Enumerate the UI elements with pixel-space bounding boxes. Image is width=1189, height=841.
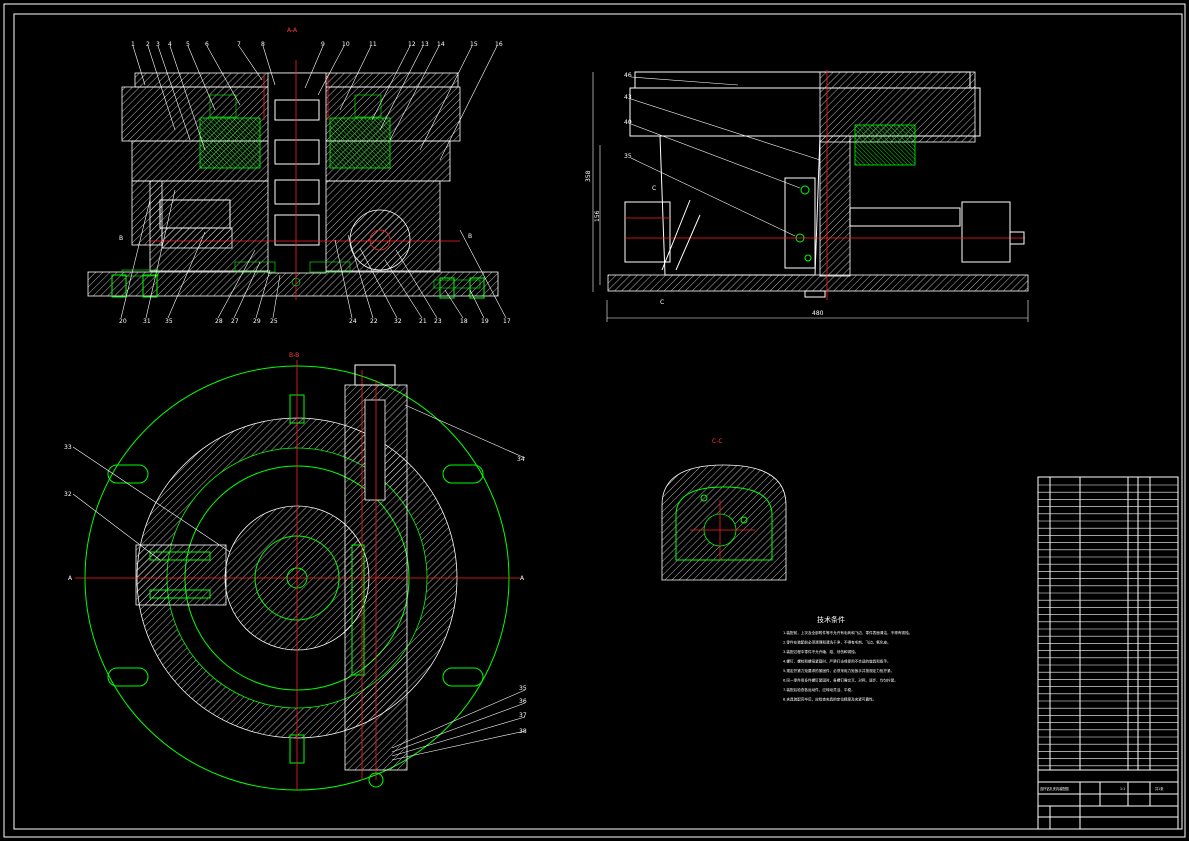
balloon-label: 17 — [503, 318, 511, 325]
section-mark-a-left: A — [68, 575, 73, 582]
tech-title: 技术条件 — [817, 615, 845, 624]
balloon-label: 10 — [342, 41, 350, 48]
balloon-label: 43 — [624, 94, 632, 101]
balloon-label: 25 — [270, 318, 278, 325]
tech-note-line: 6.同一零件用多件螺钉紧固时，各螺钉需交叉、对称、逐步、均匀拧紧。 — [783, 678, 898, 683]
balloon-label: 40 — [624, 119, 632, 126]
balloon-label: 34 — [517, 456, 525, 463]
balloon-label: 36 — [519, 698, 527, 705]
dim-height: 358 — [585, 170, 592, 182]
balloon-label: 35 — [624, 153, 632, 160]
balloon-label: 28 — [215, 318, 223, 325]
balloon-label: 1 — [131, 41, 135, 48]
balloon-label: 23 — [434, 318, 442, 325]
balloon-label: 37 — [519, 712, 527, 719]
balloon-label: 38 — [519, 728, 527, 735]
balloon-label: 12 — [408, 41, 416, 48]
technical-requirements: 技术条件 1.装配前，上次及全部附件等不允许有毛刺和飞边，零件表面清洁，不得有锈… — [783, 615, 912, 702]
parts-list — [1037, 476, 1179, 830]
inner-border — [13, 13, 1183, 830]
side-view: 480 358 156 C C — [585, 70, 1029, 322]
balloon-label: 35 — [519, 685, 527, 692]
balloon-column-right-view: 46 43 40 35 — [624, 72, 632, 160]
tech-note-line: 3.装配过程中零件不允许磕、碰、划伤和锈蚀。 — [783, 649, 858, 654]
view-title-b-b: B-B — [289, 352, 299, 359]
dim-height-inner: 156 — [594, 210, 601, 222]
balloon-label: 24 — [349, 318, 357, 325]
title-block-sheet: 共1张 — [1155, 786, 1164, 791]
balloon-label: 31 — [143, 318, 151, 325]
dim-width: 480 — [812, 310, 824, 317]
section-view-b-b: B-B A — [68, 352, 526, 791]
tech-note-line: 2.零件在装配前必须清理和清洗干净，不得有毛刺、飞边、氧化皮。 — [783, 640, 891, 645]
balloon-label: 7 — [237, 41, 241, 48]
title-block: 连杆钻孔夹具装配图 1:1 共1张 — [1038, 769, 1178, 829]
balloon-label: 18 — [460, 318, 468, 325]
balloon-row-bottom: 20 31 35 28 27 29 25 24 22 32 21 23 18 19 17 — [119, 318, 511, 325]
balloon-label: 5 — [186, 41, 190, 48]
balloon-label: 21 — [419, 318, 427, 325]
balloon-label: 9 — [321, 41, 325, 48]
title-block-name: 连杆钻孔夹具装配图 — [1040, 786, 1069, 791]
balloon-label: 16 — [495, 41, 503, 48]
title-block-scale: 1:1 — [1120, 787, 1125, 791]
balloon-label: 27 — [231, 318, 239, 325]
balloon-label: 8 — [261, 41, 265, 48]
balloon-label: 29 — [253, 318, 261, 325]
section-mark-a-right: A — [520, 575, 525, 582]
balloon-label: 14 — [437, 41, 445, 48]
section-mark-c-left: C — [652, 185, 656, 192]
balloon-label: 32 — [394, 318, 402, 325]
balloon-label: 20 — [119, 318, 127, 325]
balloon-label: 11 — [369, 41, 377, 48]
tech-note-line: 5.规定拧紧力矩要求的紧固件，必须采用力矩扳手并按规定力矩拧紧。 — [783, 668, 894, 673]
tech-note-line: 7.装配后检查各运动件，应转动灵活、平稳。 — [783, 687, 855, 692]
tech-note-line: 8.夹具装配完毕后，应检查夹具的定位精度及夹紧可靠性。 — [783, 697, 876, 702]
balloon-label: 3 — [156, 41, 160, 48]
balloon-label: 32 — [64, 491, 72, 498]
section-view-a-a: A-A — [87, 27, 507, 319]
outer-border — [3, 3, 1186, 838]
balloon-label: 46 — [624, 72, 632, 79]
balloon-label: 15 — [470, 41, 478, 48]
balloon-label: 4 — [168, 41, 172, 48]
balloon-label: 22 — [370, 318, 378, 325]
view-title-c-c: C-C — [712, 438, 723, 445]
tech-note-line: 1.装配前，上次及全部附件等不允许有毛刺和飞边，零件表面清洁，不得有锈蚀。 — [783, 630, 912, 635]
section-mark-c-bottom: C — [660, 299, 664, 306]
tech-note-line: 4.螺钉、螺栓和螺母紧固时，严禁打击或使用不合适的旋具和扳手。 — [783, 659, 891, 664]
balloon-label: 6 — [205, 41, 209, 48]
balloon-label: 35 — [165, 318, 173, 325]
balloon-label: 33 — [64, 444, 72, 451]
balloon-label: 19 — [481, 318, 489, 325]
balloon-label: 13 — [421, 41, 429, 48]
section-mark-b-right: B — [468, 233, 472, 240]
balloon-label: 2 — [146, 41, 150, 48]
section-view-c-c: C-C — [661, 438, 787, 581]
balloon-group-bottom-left: 33 32 34 35 36 37 38 — [64, 444, 527, 735]
section-mark-b-left: B — [119, 235, 123, 242]
view-title-a-a: A-A — [287, 27, 298, 34]
